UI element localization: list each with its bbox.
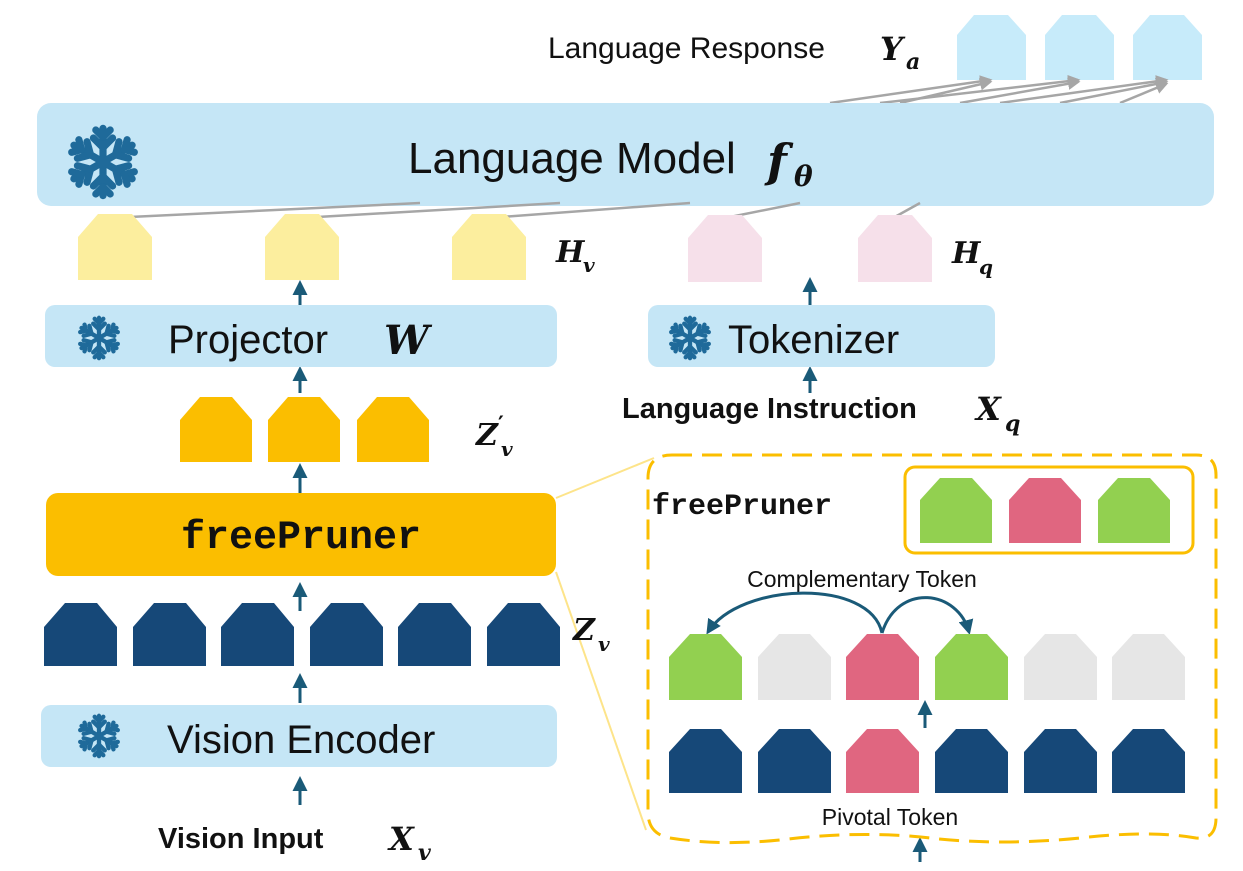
inset-connectors	[555, 457, 655, 831]
response-token	[957, 15, 1026, 80]
hv-token	[265, 214, 339, 280]
language-instruction-math: X	[974, 390, 1002, 428]
zv-prime-prime: ′	[498, 412, 504, 438]
hq-sub: q	[979, 255, 993, 279]
zv-tokens	[44, 603, 560, 666]
complementary-token	[669, 634, 742, 700]
language-response-label: Language Response	[548, 32, 825, 65]
output-token-green	[1098, 478, 1170, 543]
inset-output-box	[903, 465, 1195, 555]
language-response-math: Y	[880, 30, 906, 68]
language-instruction-sub: q	[1005, 411, 1020, 437]
pruned-token	[1112, 634, 1185, 700]
flow-arrows	[292, 277, 933, 862]
inset-output-tokens	[920, 478, 1170, 543]
complementary-token	[935, 634, 1008, 700]
response-tokens	[957, 15, 1202, 80]
zv-prime-token	[268, 397, 340, 462]
zv-prime-token	[357, 397, 429, 462]
hv-token	[452, 214, 526, 280]
zv-token	[398, 603, 471, 666]
zv-sub: v	[598, 632, 610, 656]
zv-token	[221, 603, 294, 666]
vision-encoder-label: Vision Encoder	[167, 718, 435, 762]
zv-prime-tokens	[180, 397, 429, 462]
pruned-token	[1024, 634, 1097, 700]
hv-token	[78, 214, 152, 280]
vision-encoder-box	[41, 705, 557, 767]
hv-math: H	[555, 235, 586, 270]
language-instruction-label: Language Instruction	[622, 393, 917, 425]
input-token	[1024, 729, 1097, 793]
projector-math: W	[384, 317, 433, 364]
vision-input-math: X	[387, 820, 415, 858]
hv-tokens	[78, 214, 526, 280]
projector-box	[45, 305, 557, 367]
tokenizer-label: Tokenizer	[728, 318, 899, 362]
input-token	[1112, 729, 1185, 793]
vision-input-sub: v	[418, 840, 431, 866]
input-token	[935, 729, 1008, 793]
language-model-box	[37, 103, 1214, 206]
freepruner-box	[46, 493, 556, 576]
hv-sub: v	[583, 253, 595, 277]
language-response-sub: a	[906, 49, 920, 75]
response-arrows	[829, 74, 1169, 105]
complementary-token-label: Complementary Token	[747, 566, 977, 592]
zv-math: Z	[572, 613, 596, 648]
hq-token	[688, 215, 762, 282]
pruned-token	[758, 634, 831, 700]
hq-tokens	[688, 215, 932, 282]
pivotal-token-label: Pivotal Token	[822, 804, 958, 830]
vision-input-label: Vision Input	[158, 823, 324, 855]
freepruner-label: freePruner	[181, 516, 421, 561]
hq-token	[858, 215, 932, 282]
zv-token	[310, 603, 383, 666]
zv-prime-token	[180, 397, 252, 462]
input-token-pivotal	[846, 729, 919, 793]
complementary-arrows	[706, 591, 974, 635]
output-token-rose	[1009, 478, 1081, 543]
response-token	[1133, 15, 1202, 80]
input-token	[758, 729, 831, 793]
inset-title: freePruner	[652, 490, 832, 524]
tokenizer-box	[648, 305, 995, 367]
pivotal-token	[846, 634, 919, 700]
zv-prime-math: Z	[475, 418, 499, 453]
zv-token	[44, 603, 117, 666]
output-token-green	[920, 478, 992, 543]
projector-label: Projector	[168, 318, 328, 362]
zv-prime-sub: v	[501, 437, 513, 461]
zv-token	[487, 603, 560, 666]
inset-input-row	[669, 729, 1185, 793]
language-model-label: Language Model	[408, 134, 736, 183]
hq-math: H	[951, 236, 982, 271]
input-token	[669, 729, 742, 793]
zv-token	[133, 603, 206, 666]
response-token	[1045, 15, 1114, 80]
inset-selection-row	[669, 634, 1185, 700]
language-model-sub: θ	[794, 160, 813, 193]
inset-panel	[646, 453, 1218, 845]
